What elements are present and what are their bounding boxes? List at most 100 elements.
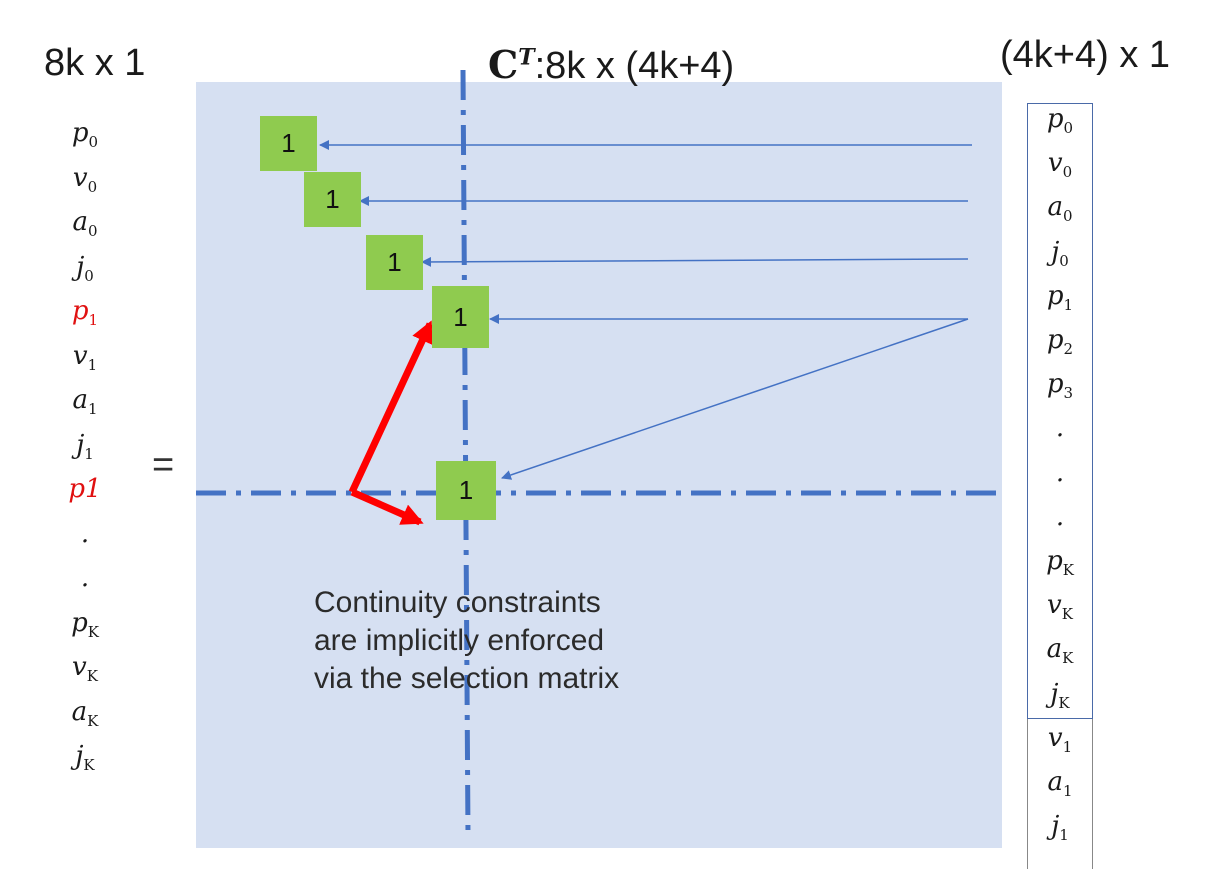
- rhs-vector-entry: a0: [1030, 192, 1090, 225]
- rhs-vector-symbol: p: [1046, 546, 1063, 576]
- lhs-vector-subscript: K: [83, 756, 95, 775]
- lhs-vector-entry: a1: [60, 385, 110, 418]
- rhs-vector-subscript: 1: [1059, 826, 1069, 845]
- rhs-vector-entry: aK: [1030, 634, 1090, 667]
- equals-sign: =: [152, 444, 175, 486]
- rhs-vector-symbol: j: [1051, 236, 1060, 267]
- selection-one-v0: 1: [304, 172, 361, 227]
- lhs-vector-subscript: 1: [84, 444, 94, 463]
- rhs-vector-entry: j0: [1030, 237, 1090, 270]
- rhs-vector-subscript: K: [1062, 561, 1074, 580]
- lhs-vector-symbol: v: [72, 162, 88, 193]
- continuity-arrow-up: [348, 320, 434, 494]
- rhs-vector-entry: .: [1030, 458, 1090, 488]
- lhs-vector-entry: j1: [60, 430, 110, 463]
- lhs-vector-entry: .: [60, 563, 110, 593]
- rhs-vector-symbol: p: [1046, 325, 1064, 355]
- rhs-vector-subscript: K: [1058, 693, 1070, 712]
- matrix-symbol: C: [488, 42, 519, 87]
- lhs-vector-entry: p0: [60, 118, 110, 151]
- rhs-vector-entry: v1: [1030, 723, 1090, 756]
- matrix-superscript: T: [518, 44, 535, 71]
- lhs-vector-subscript: 0: [84, 266, 94, 285]
- continuity-caption: Continuity constraints are implicitly en…: [314, 584, 619, 698]
- rhs-vector-symbol: v: [1047, 148, 1063, 179]
- selection-arrow-a0: [421, 256, 969, 267]
- rhs-vector-subscript: 1: [1062, 737, 1073, 756]
- rhs-vector-entry: p3: [1030, 369, 1090, 402]
- rhs-vector-tail: [1027, 719, 1093, 869]
- lhs-vector-entry: v0: [60, 163, 110, 196]
- lhs-vector-entry: p1: [60, 296, 110, 329]
- matrix-dims: :8k x (4k+4): [534, 45, 735, 87]
- rhs-vector-symbol: p: [1046, 280, 1064, 311]
- lhs-vector-subscript: 0: [87, 177, 98, 196]
- rhs-vector-subscript: 2: [1063, 340, 1074, 359]
- lhs-vector-symbol: p: [71, 118, 89, 148]
- rhs-vector-entry: .: [1030, 502, 1090, 532]
- rhs-vector-symbol: .: [1055, 413, 1065, 444]
- rhs-vector-frame: [1027, 103, 1093, 719]
- continuity-arrow-down: [350, 488, 424, 526]
- lhs-vector-symbol: p1: [68, 474, 102, 504]
- lhs-vector-entry: .: [60, 519, 110, 549]
- lhs-vector-subscript: K: [86, 667, 98, 686]
- lhs-vector-symbol: a: [71, 696, 88, 727]
- lhs-vector-entry: p1: [60, 474, 110, 504]
- selection-one-a0: 1: [366, 235, 423, 290]
- lhs-vector-symbol: a: [72, 207, 88, 237]
- lhs-vector-subscript: 1: [88, 311, 99, 330]
- selection-one-p0: 1: [260, 116, 317, 171]
- lhs-vector-subscript: K: [87, 622, 99, 641]
- rhs-vector-subscript: 0: [1062, 163, 1073, 182]
- rhs-vector-symbol: v: [1047, 722, 1063, 753]
- rhs-vector-entry: a1: [1030, 767, 1090, 800]
- rhs-vector-subscript: 3: [1063, 384, 1074, 403]
- rhs-vector-entry: v0: [1030, 148, 1090, 181]
- rhs-vector-symbol: a: [1047, 192, 1063, 223]
- selection-one-p1-repeat: 1: [436, 461, 496, 520]
- caption-line: via the selection matrix: [314, 662, 620, 695]
- lhs-vector-symbol: p: [71, 296, 89, 326]
- rhs-vector-symbol: a: [1047, 767, 1063, 797]
- lhs-vector-entry: v1: [60, 341, 110, 374]
- rhs-vector-entry: pK: [1030, 546, 1090, 579]
- lhs-vector-subscript: 1: [87, 400, 98, 419]
- lhs-vector-subscript: 1: [87, 355, 98, 374]
- rhs-vector-subscript: 0: [1063, 119, 1074, 138]
- rhs-vector-subscript: K: [1061, 605, 1073, 624]
- lhs-vector-subscript: 0: [87, 222, 98, 241]
- lhs-vector-symbol: j: [75, 741, 84, 771]
- rhs-vector-entry: j1: [1030, 811, 1090, 844]
- lhs-vector-entry: j0: [60, 252, 110, 285]
- lhs-vector-entry: pK: [60, 608, 110, 641]
- lhs-vector-entry: aK: [60, 697, 110, 730]
- selection-one-p1: 1: [432, 286, 489, 348]
- rhs-vector-entry: jK: [1030, 679, 1090, 712]
- rhs-vector-symbol: p: [1046, 369, 1064, 400]
- rhs-vector-subscript: K: [1062, 649, 1074, 668]
- rhs-vector-subscript: 0: [1059, 251, 1069, 270]
- rhs-vector-symbol: .: [1055, 457, 1065, 488]
- rhs-vector-symbol: .: [1055, 501, 1065, 532]
- rhs-vector-entry: vK: [1030, 590, 1090, 623]
- rhs-vector-subscript: 1: [1063, 295, 1074, 314]
- lhs-vector-symbol: .: [80, 563, 90, 593]
- lhs-vector-subscript: K: [87, 711, 99, 730]
- caption-line: Continuity constraints: [314, 586, 601, 619]
- lhs-dimension-label: 8k x 1: [44, 42, 146, 84]
- lhs-vector-symbol: .: [80, 518, 90, 549]
- lhs-vector-symbol: v: [72, 340, 88, 371]
- rhs-vector-symbol: a: [1046, 634, 1063, 665]
- lhs-vector-symbol: p: [71, 607, 88, 638]
- lhs-vector-entry: a0: [60, 207, 110, 240]
- rhs-vector-entry: p1: [1030, 281, 1090, 314]
- lhs-vector-symbol: j: [76, 251, 85, 282]
- caption-line: are implicitly enforced: [314, 624, 605, 657]
- lhs-vector-subscript: 0: [88, 133, 99, 152]
- rhs-vector-entry: p2: [1030, 325, 1090, 358]
- lhs-vector-symbol: v: [72, 652, 87, 682]
- rhs-vector-symbol: v: [1047, 590, 1062, 621]
- lhs-vector-entry: jK: [60, 741, 110, 774]
